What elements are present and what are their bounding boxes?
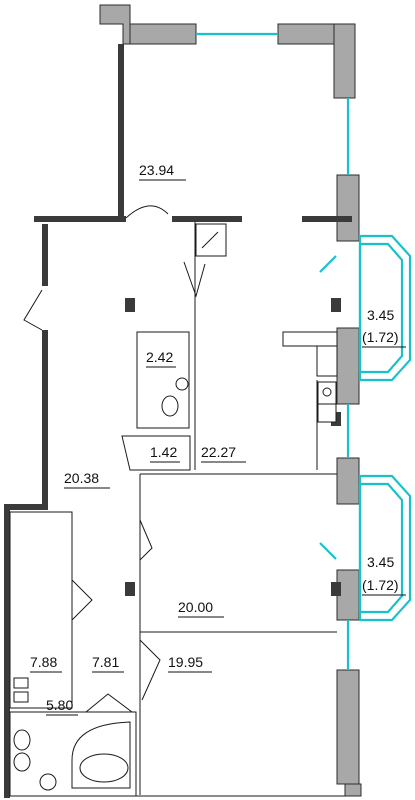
door-swing-hall [139, 519, 153, 561]
bay-balcony-upper-inner [358, 242, 404, 374]
storage-left-outline [9, 511, 73, 709]
wall-top-segment-1 [129, 23, 197, 45]
window-door-lower [319, 542, 337, 560]
area-kitchen-living: 22.27 [201, 444, 236, 460]
door-swing-kitchen [183, 261, 206, 298]
bath-lower-outline [9, 711, 137, 797]
area-closet: 1.42 [150, 444, 177, 460]
windows [196, 32, 412, 670]
bay-balcony-lower [358, 474, 412, 622]
wall-right-5 [336, 669, 360, 785]
closet-outline [121, 435, 191, 471]
wall-right-3 [336, 457, 360, 505]
partitions [9, 205, 345, 797]
wall-left-lower [4, 504, 10, 798]
sink-upper [175, 377, 189, 391]
shelf-2 [13, 691, 29, 703]
area-bath-upper: 2.42 [146, 349, 173, 365]
vent-shaft-mark [201, 231, 219, 249]
wall-right-1 [336, 174, 360, 242]
wall-stub-right [302, 216, 352, 222]
column-5 [331, 582, 341, 596]
exterior-walls [99, 4, 362, 797]
area-bath-lower: 5.80 [46, 697, 73, 713]
kitchen-counter [282, 331, 338, 347]
toilet-upper [161, 395, 179, 417]
wall-right-2 [336, 327, 360, 405]
door-swing-corridor [139, 639, 161, 701]
door-swing-storage [71, 579, 93, 621]
wall-top-segment-2 [277, 23, 335, 45]
column-2 [125, 582, 135, 596]
sink-lower [39, 773, 57, 791]
area-corridor-small: 7.81 [92, 654, 119, 670]
wall-corner-top-right [333, 23, 356, 99]
kitchen-sink [317, 403, 337, 423]
area-balcony-lower: 3.45 [367, 554, 394, 570]
shelf-1 [13, 677, 29, 689]
vent-shaft [195, 223, 227, 257]
area-storage-left: 7.88 [30, 654, 57, 670]
area-balcony-upper: 3.45 [367, 307, 394, 323]
toilet-lower [13, 729, 31, 751]
door-swing-left [23, 289, 43, 331]
area-balcony-lower-reduced: (1.72) [362, 577, 399, 593]
room-labels: 23.94 2.42 1.42 22.27 3.45 (1.72) 20.38 … [30, 162, 406, 716]
wall-stub-left [34, 216, 126, 222]
kitchen-counter-side [316, 345, 338, 377]
door-swing-bath [85, 693, 133, 713]
column-1 [125, 298, 135, 312]
bay-balcony-lower-inner [358, 482, 404, 614]
wall-bottom-right [344, 783, 362, 797]
area-balcony-upper-reduced: (1.72) [362, 329, 399, 345]
window-door-upper [319, 255, 337, 273]
bay-balcony-upper [358, 234, 412, 382]
area-room-middle: 20.00 [178, 599, 213, 615]
stove-burner [322, 387, 332, 397]
fixtures [13, 223, 338, 791]
wall-left-step [4, 504, 48, 510]
bath-upper-outline [136, 331, 190, 429]
wall-left-middle [42, 330, 48, 506]
area-room-top: 23.94 [139, 162, 174, 178]
column-3 [331, 298, 341, 312]
bidet-lower [13, 752, 31, 772]
wall-corner-top-left [99, 4, 131, 45]
door-swing-top [125, 205, 169, 219]
wall-left-middle-top [42, 224, 48, 286]
area-room-bottom: 19.95 [168, 654, 203, 670]
wall-left-upper [118, 44, 124, 218]
bathtub-inner [79, 753, 129, 783]
area-hall: 20.38 [64, 470, 99, 486]
wall-stub-mid [172, 216, 242, 222]
dark-walls [4, 44, 352, 798]
